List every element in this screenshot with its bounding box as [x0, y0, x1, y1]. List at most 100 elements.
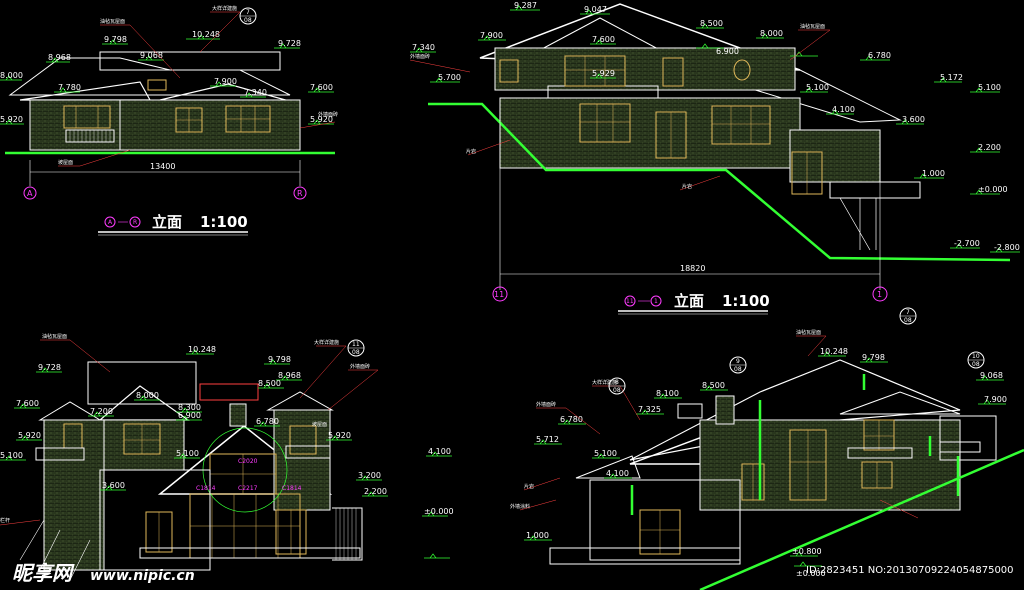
level-label: 6.900	[716, 47, 739, 56]
upper-wall	[699, 419, 961, 511]
level-label: 8.500	[700, 19, 723, 28]
annotation-note: 外墙面砖	[350, 363, 370, 370]
bay-roof	[539, 17, 661, 51]
gable-roof-right	[839, 391, 961, 415]
upper-mass	[99, 51, 281, 71]
annotation-note: 栏杆	[0, 517, 10, 524]
axis-bubble-end	[293, 186, 307, 200]
right-wall	[273, 409, 331, 511]
window	[289, 425, 317, 455]
level-label: 5.920	[328, 431, 351, 440]
terrace-deck	[829, 181, 921, 199]
axis-label-start: 11	[494, 290, 504, 299]
level-labels: 10.248 9.798 9.068 8.100 8.500 7.900 7.3…	[526, 347, 1007, 578]
overall-dimension: 18820	[680, 264, 705, 273]
level-label: 6.780	[560, 415, 583, 424]
level-label: -2.800	[994, 243, 1020, 252]
right-gable	[266, 391, 334, 411]
window-code: C1814	[282, 485, 302, 492]
elevation-view-a-r: 13400 A R A R 立面 1:100	[0, 5, 338, 236]
annotation-note: 油毡瓦屋面	[800, 23, 825, 30]
title-axis-end: 1	[654, 298, 658, 305]
level-label: 8.500	[702, 381, 725, 390]
level-labels: 9.287 9.047 8.500 8.000 7.900 7.340 7.60…	[412, 1, 1020, 252]
level-label: ±0.000	[978, 185, 1008, 194]
detail-callout-bottom: 08	[972, 361, 980, 368]
balcony-railing	[847, 447, 913, 459]
title-axis-start: A	[108, 219, 113, 226]
level-label: 1.000	[526, 531, 549, 540]
lower-wall	[499, 97, 801, 169]
oval-window	[733, 59, 751, 81]
bay-window-upper	[564, 55, 626, 87]
level-label: 5.100	[176, 449, 199, 458]
level-label: 4.100	[832, 105, 855, 114]
level-label: 5.712	[536, 435, 559, 444]
view-scale: 1:100	[722, 292, 770, 310]
window	[147, 79, 167, 91]
annotation-note: 外墙涂料	[510, 503, 530, 510]
annotation-note: 坡屋面	[312, 421, 327, 428]
ground-slope	[428, 102, 1011, 262]
base-wall	[99, 469, 211, 571]
balcony-railing	[285, 445, 331, 459]
level-label: 9.068	[140, 51, 163, 60]
watermark: 昵享网 www.nipic.cn ID:2823451 NO:201307092…	[12, 561, 1014, 585]
title-axis-start: 11	[626, 298, 634, 305]
level-label: 5.100	[0, 451, 23, 460]
level-label: 7.340	[412, 43, 435, 52]
detail-callout-bottom: 08	[352, 349, 360, 356]
deck	[549, 547, 741, 565]
level-label: 2.200	[978, 143, 1001, 152]
watermark-brand: 昵享网	[12, 561, 75, 585]
left-wall	[589, 479, 741, 561]
level-label: 5.700	[438, 73, 461, 82]
deck	[139, 547, 361, 559]
elevation-view-11-1: 18820 11 1 11 1 立面 1:100	[409, 1, 1020, 315]
elevation-view-bottom-left: C2020 C1814 C2217 C1814	[0, 333, 454, 581]
annotation-note: 外墙面砖	[318, 111, 338, 118]
level-label: 7.600	[592, 35, 615, 44]
level-label: 8.000	[760, 29, 783, 38]
level-label: 9.287	[514, 1, 537, 10]
level-label: 9.798	[862, 353, 885, 362]
level-label: 5.920	[310, 115, 333, 124]
upper-wall	[494, 47, 796, 91]
level-label: ±0.000	[796, 569, 826, 578]
annotation-note: 大样详建施	[314, 339, 339, 346]
level-label: 9.047	[584, 5, 607, 14]
window	[711, 105, 771, 145]
level-label: 8.968	[48, 53, 71, 62]
level-label: 10.248	[820, 347, 848, 356]
view-title: 立面	[152, 213, 182, 231]
main-roof	[87, 361, 197, 405]
detail-callout-bottom: 08	[244, 17, 252, 24]
chimney-cap	[677, 403, 703, 419]
chimney	[229, 403, 247, 427]
annotation-note: 坡屋面	[58, 159, 73, 166]
level-label: 7.600	[16, 399, 39, 408]
level-label: 5.172	[940, 73, 963, 82]
level-label: 5.920	[0, 115, 23, 124]
gable-roof-left	[19, 81, 152, 101]
upper-wall	[103, 419, 185, 471]
level-label: 8.000	[136, 391, 159, 400]
level-label: 7.325	[638, 405, 661, 414]
level-label: 6.900	[178, 411, 201, 420]
watermark-id: ID:2823451 NO:20130709224054875000	[806, 565, 1014, 576]
axis-bubble-start	[23, 186, 37, 200]
annotation-note: 外墙面砖	[410, 53, 430, 60]
level-label: 10.248	[192, 30, 220, 39]
annotation-note: 油毡瓦屋面	[796, 329, 821, 336]
window	[499, 59, 519, 83]
level-label: 6.780	[868, 51, 891, 60]
left-tower-wall	[43, 419, 105, 571]
level-label: 1.000	[922, 169, 945, 178]
level-label: 7.900	[984, 395, 1007, 404]
detail-callout-top: 7	[906, 309, 910, 316]
level-label: 8.968	[278, 371, 301, 380]
window-code: C1814	[196, 485, 216, 492]
detail-callout-top: 11	[352, 341, 360, 348]
ground-slope	[699, 448, 1024, 590]
